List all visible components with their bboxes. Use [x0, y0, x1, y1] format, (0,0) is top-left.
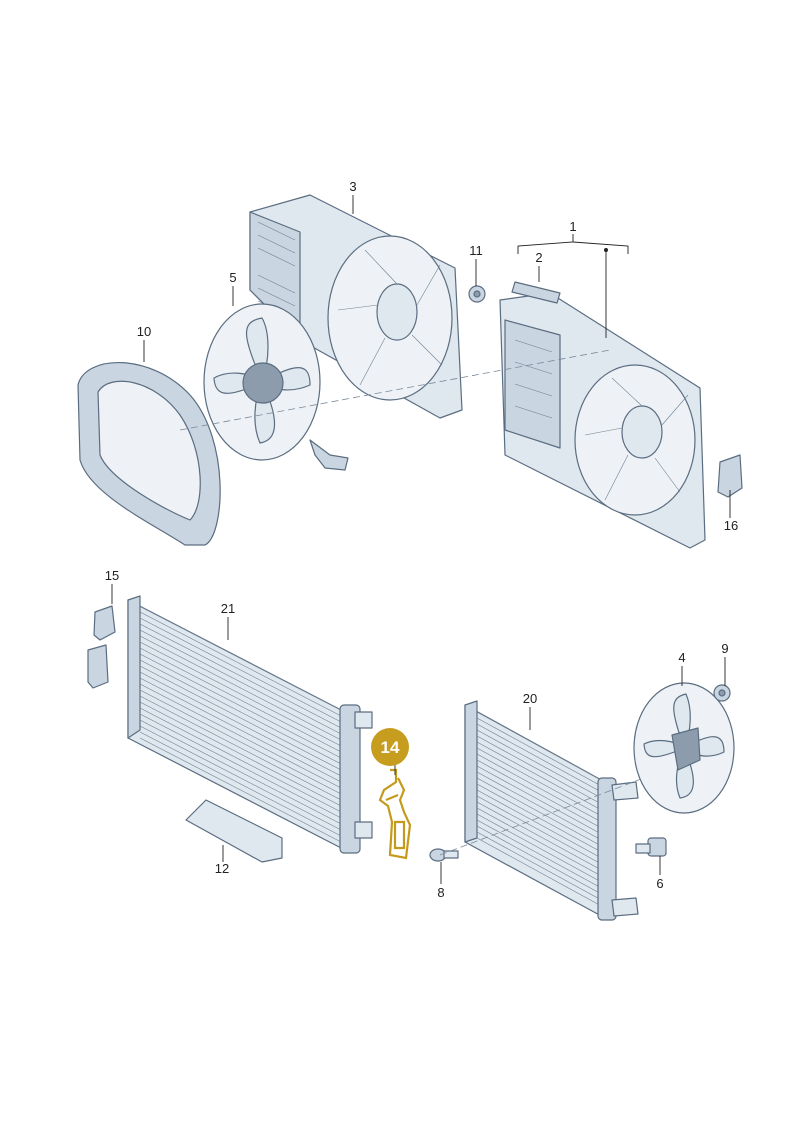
radiator-fin [139, 689, 346, 797]
radiator-fin [476, 777, 606, 849]
radiator-fin [139, 611, 346, 719]
radiator-fin [476, 711, 606, 783]
radiator-fin [476, 765, 606, 837]
radiator-fin [476, 807, 606, 879]
radiator-fin [139, 677, 346, 785]
part-16-bracket [717, 454, 743, 498]
radiator-fin [476, 723, 606, 795]
part-14-highlighted-bracket [378, 768, 412, 860]
part-8-bolt [429, 848, 459, 862]
radiator-fin [476, 735, 606, 807]
radiator-fin [139, 731, 346, 839]
radiator-fin [139, 683, 346, 791]
callout-8: 8 [437, 885, 444, 900]
callout-20: 20 [523, 691, 537, 706]
part-4-fan [633, 682, 735, 814]
callout-9: 9 [721, 641, 728, 656]
radiator-fin [139, 605, 346, 713]
part-3-fan-shroud [249, 194, 463, 419]
radiator-fin [476, 747, 606, 819]
callout-12: 12 [215, 861, 229, 876]
radiator-fin [476, 825, 606, 897]
callout-1: 1 [569, 219, 576, 234]
part-12-air-guide [185, 799, 283, 863]
part-5-fan [203, 303, 349, 471]
radiator-fin [476, 759, 606, 831]
radiator-fin [139, 617, 346, 725]
callout-16: 16 [724, 518, 738, 533]
radiator-fin [476, 717, 606, 789]
callout-3: 3 [349, 179, 356, 194]
callout-4: 4 [678, 650, 685, 665]
callout-21: 21 [221, 601, 235, 616]
radiator-fin [476, 753, 606, 825]
radiator-fin [476, 819, 606, 891]
radiator-fin [139, 635, 346, 743]
radiator-fin [476, 729, 606, 801]
assembly-axis-top [179, 349, 611, 431]
callout-14-badge: 14 [371, 728, 409, 766]
callout-14: 14 [381, 738, 400, 757]
radiator-fin [476, 813, 606, 885]
callout-2: 2 [535, 250, 542, 265]
part-11-nut [468, 285, 486, 303]
radiator-fin [476, 789, 606, 861]
radiator-fin [476, 837, 606, 909]
radiator-fin [139, 701, 346, 809]
radiator-fin [476, 831, 606, 903]
part-21-radiator [127, 595, 373, 854]
radiator-fin [139, 719, 346, 827]
radiator-fin [476, 801, 606, 873]
radiator-fin [139, 725, 346, 833]
part-6-sensor [635, 837, 667, 857]
radiator-fin [139, 641, 346, 749]
callout-labels: 1 2 3 4 5 6 8 9 10 11 12 15 16 20 21 [105, 179, 738, 900]
part-9-nut [713, 684, 731, 702]
radiator-fin [139, 659, 346, 767]
radiator-fin [139, 707, 346, 815]
radiator-fin [139, 671, 346, 779]
part-15-brackets [87, 605, 116, 689]
part-10-ring [77, 361, 221, 546]
callout-10: 10 [137, 324, 151, 339]
callout-5: 5 [229, 270, 236, 285]
radiator-fin [139, 737, 346, 845]
radiator-fin [476, 783, 606, 855]
part-2-seal-strip [511, 281, 561, 304]
radiator-fin [139, 647, 346, 755]
callout-11: 11 [469, 243, 483, 258]
part-1-shroud-assembly [499, 292, 706, 549]
callout-6: 6 [656, 876, 663, 891]
radiator-fin [139, 713, 346, 821]
radiator-fin [476, 771, 606, 843]
radiator-fin [139, 623, 346, 731]
radiator-fin [139, 629, 346, 737]
radiator-fin [476, 741, 606, 813]
radiator-fin [139, 653, 346, 761]
assembly-axis-bottom [439, 769, 666, 856]
radiator-fin [139, 665, 346, 773]
leader-lines [111, 195, 731, 884]
part-20-radiator [464, 700, 639, 921]
radiator-fin [476, 795, 606, 867]
radiator-fin [139, 695, 346, 803]
callout-15: 15 [105, 568, 119, 583]
